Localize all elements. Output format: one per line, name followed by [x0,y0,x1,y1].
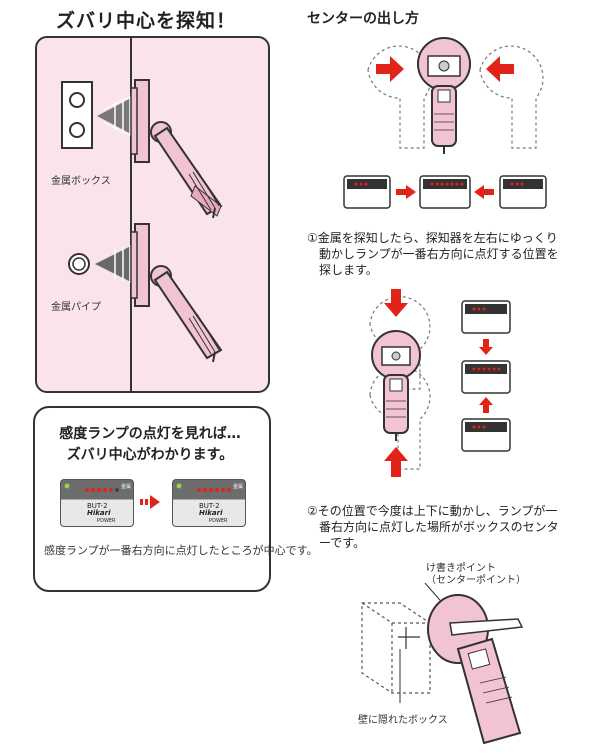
arrow-left-icon [474,185,494,199]
wall-illustration [61,79,223,363]
lamp-panel-icon [461,418,511,452]
step2-text-3: ーです。 [319,536,366,550]
arrow-right-icon [396,185,416,199]
center-crosshair-icon [398,627,420,649]
detector-icon [371,330,421,441]
marking-point-label: け書きポイント [426,563,496,574]
lamp-panel-icon [419,175,471,209]
info-caption: 感度ランプが一番右方向に点灯したところが中心です。 [44,544,318,557]
step1-text-2: 動かしランプが一番右方向に点灯する位置を [319,247,559,261]
hidden-box-outline [361,602,431,694]
lamp-row [85,488,119,492]
device-metal-label: 金属 [121,484,132,490]
detector-icon [427,594,524,745]
arrow-right-icon [140,495,160,509]
device-power: POWER [97,518,116,524]
detector-icon [130,79,223,219]
step1-text-3: 探します。 [319,263,378,277]
info-heading-1: 感度ランプの点灯を見れば… [59,426,241,442]
lamp-panel-icon [343,175,391,209]
lamp-panel-icon [461,300,511,334]
arrow-down-icon [384,289,408,317]
metal-box-label: 金属ボックス [51,176,111,187]
metal-pipe-label: 金属パイプ [51,302,101,313]
hidden-box-label: 壁に隠れたボックス [358,715,448,726]
signal-wave-icon [97,93,136,139]
step2-illustration [369,289,511,477]
step2-text-1: ②その位置で今度は上下に動かし、ランプが一 [307,504,558,518]
arrow-right-icon [376,56,404,82]
wall-edge-line [130,36,132,391]
device-power: POWER [209,518,228,524]
lamp-panel-after: 金属 BUT-2 Hikari POWER [172,479,246,527]
section-title: センターの出し方 [307,11,419,27]
lamp-row [197,488,231,492]
metal-box-icon [61,81,93,149]
arrow-left-icon [486,56,514,82]
detector-icon [417,37,471,154]
detector-icon [130,223,223,363]
info-heading-2: ズバリ中心がわかります。 [66,447,234,463]
device-brand: Hikari [199,509,223,517]
device-model: BUT-2 [87,502,108,510]
lamp-panel-before: 金属 BUT-2 Hikari POWER [60,479,134,527]
arrow-up-icon [479,397,493,413]
arrow-down-icon [479,339,493,355]
device-model: BUT-2 [199,502,220,510]
lamp-panel-icon [499,175,547,209]
step3-illustration [361,583,524,745]
device-metal-label: 金属 [233,484,244,490]
page-title: ズバリ中心を探知！ [56,10,237,32]
step1-illustration [343,37,547,209]
signal-wave-icon [95,244,135,284]
step1-text-1: ①金属を探知したら、探知器を左右にゆっくり [307,231,558,245]
device-brand: Hikari [87,509,111,517]
step2-text-2: 番右方向に点灯した場所がボックスのセンタ [319,520,559,534]
arrow-up-icon [384,447,408,477]
metal-pipe-icon [68,253,90,275]
lamp-panel-icon [461,360,511,394]
marking-point-sub-label: （センターポイント） [426,575,526,586]
